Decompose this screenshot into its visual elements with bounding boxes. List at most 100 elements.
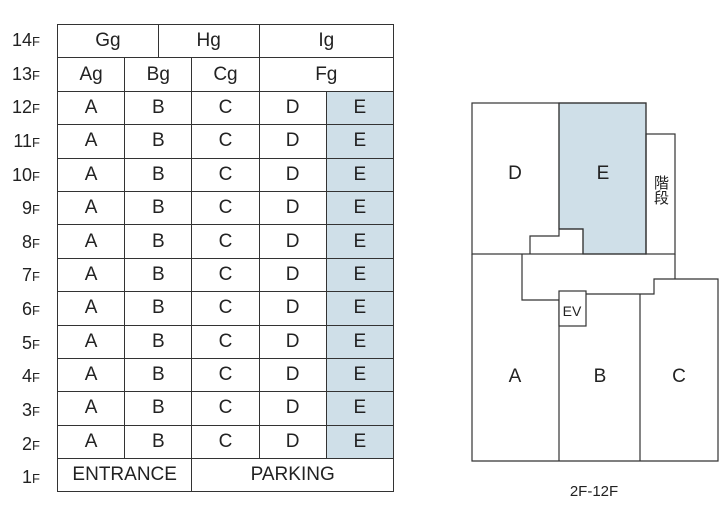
floor-number: 9 [22, 198, 33, 219]
floor-unit: F [32, 471, 40, 487]
unit-cell: B [124, 324, 193, 359]
unit-cell: D [258, 257, 327, 293]
floor-number: 10 [12, 164, 33, 185]
floor-number: 1 [22, 467, 33, 488]
unit-cell: A [56, 157, 126, 192]
floor-unit: F [32, 235, 40, 251]
floor-number: 11 [13, 130, 33, 151]
floor-unit: F [32, 34, 40, 49]
unit-cell: D [258, 291, 327, 326]
floor-number: 12 [12, 97, 33, 118]
floor-number: 13 [12, 63, 33, 84]
elevator-box [558, 290, 587, 327]
plan-label-stairs: 階段 [652, 175, 670, 205]
unit-cell: C [191, 357, 260, 393]
floor-number: 2 [22, 433, 33, 454]
floor-unit: F [32, 202, 40, 218]
floor-label: 11F [0, 125, 40, 159]
unit-cell: E [325, 224, 395, 259]
unit-cell: C [191, 124, 260, 159]
floor-label: 1F [0, 461, 40, 495]
floor-label: 7F [0, 259, 40, 293]
floor-label: 2F [0, 428, 40, 462]
unit-cell: E [325, 424, 395, 460]
plan-label-ev: EV [563, 303, 582, 319]
floor-label: 4F [0, 360, 40, 394]
floor-unit: F [32, 336, 40, 352]
plan-caption: 2F-12F [570, 483, 618, 500]
unit-cell: C [191, 257, 260, 293]
stairs-area [645, 133, 676, 255]
floor-label: 6F [0, 293, 40, 327]
floor-number: 7 [22, 265, 33, 286]
unit-cell: Fg [258, 57, 395, 92]
floor-unit: F [32, 67, 40, 83]
unit-cell: C [191, 90, 260, 126]
floor-number: 6 [22, 299, 33, 319]
unit-cell: E [325, 90, 395, 126]
floor-unit: F [32, 437, 40, 453]
unit-cell: C [191, 157, 260, 192]
floor-number: 8 [22, 231, 33, 252]
unit-cell: C [191, 190, 260, 226]
floor-number: 5 [22, 332, 33, 353]
floor-label: 14F [0, 24, 40, 58]
unit-cell: B [124, 157, 193, 192]
plan-label-c: C [672, 366, 686, 387]
unit-cell: E [325, 124, 395, 159]
plan-label-a: A [509, 366, 522, 387]
unit-cell: A [56, 190, 126, 226]
unit-cell: D [258, 324, 327, 359]
unit-cell: ENTRANCE [56, 458, 193, 493]
unit-d-wall [529, 103, 584, 254]
unit-cell: E [325, 391, 395, 426]
unit-cell: B [124, 190, 193, 226]
unit-cell: D [258, 424, 327, 460]
floor-unit: F [32, 134, 40, 150]
floor-label: 5F [0, 327, 40, 361]
unit-cell: B [124, 257, 193, 293]
floor-label: 10F [0, 159, 40, 193]
unit-cell: A [56, 424, 126, 460]
floor-number: 14 [12, 30, 33, 50]
floor-label: 13F [0, 58, 40, 92]
corridor-wall [471, 254, 719, 462]
unit-cell: Ag [56, 57, 126, 92]
floor-unit: F [32, 101, 40, 117]
unit-cell: E [325, 157, 395, 192]
plan-label-d: D [508, 163, 522, 184]
plan-label-b: B [594, 366, 607, 387]
floor-unit: F [32, 168, 40, 184]
unit-cell: A [56, 291, 126, 326]
unit-cell: D [258, 357, 327, 393]
floor-unit: F [32, 403, 40, 419]
floor-label: 8F [0, 226, 40, 260]
unit-cell: E [325, 291, 395, 326]
floor-unit: F [32, 370, 40, 386]
floor-number: 4 [22, 366, 33, 387]
unit-cell: PARKING [191, 458, 394, 493]
unit-cell: A [56, 90, 126, 126]
floor-label: 12F [0, 91, 40, 125]
floor-unit: F [32, 303, 40, 318]
unit-cell: C [191, 424, 260, 460]
unit-cell: E [325, 324, 395, 359]
unit-cell: E [325, 257, 395, 293]
floor-label: 3F [0, 394, 40, 428]
unit-walls-lower [558, 294, 641, 461]
unit-cell: B [124, 291, 193, 326]
floor-number: 3 [22, 399, 33, 420]
floor-label: 9F [0, 192, 40, 226]
